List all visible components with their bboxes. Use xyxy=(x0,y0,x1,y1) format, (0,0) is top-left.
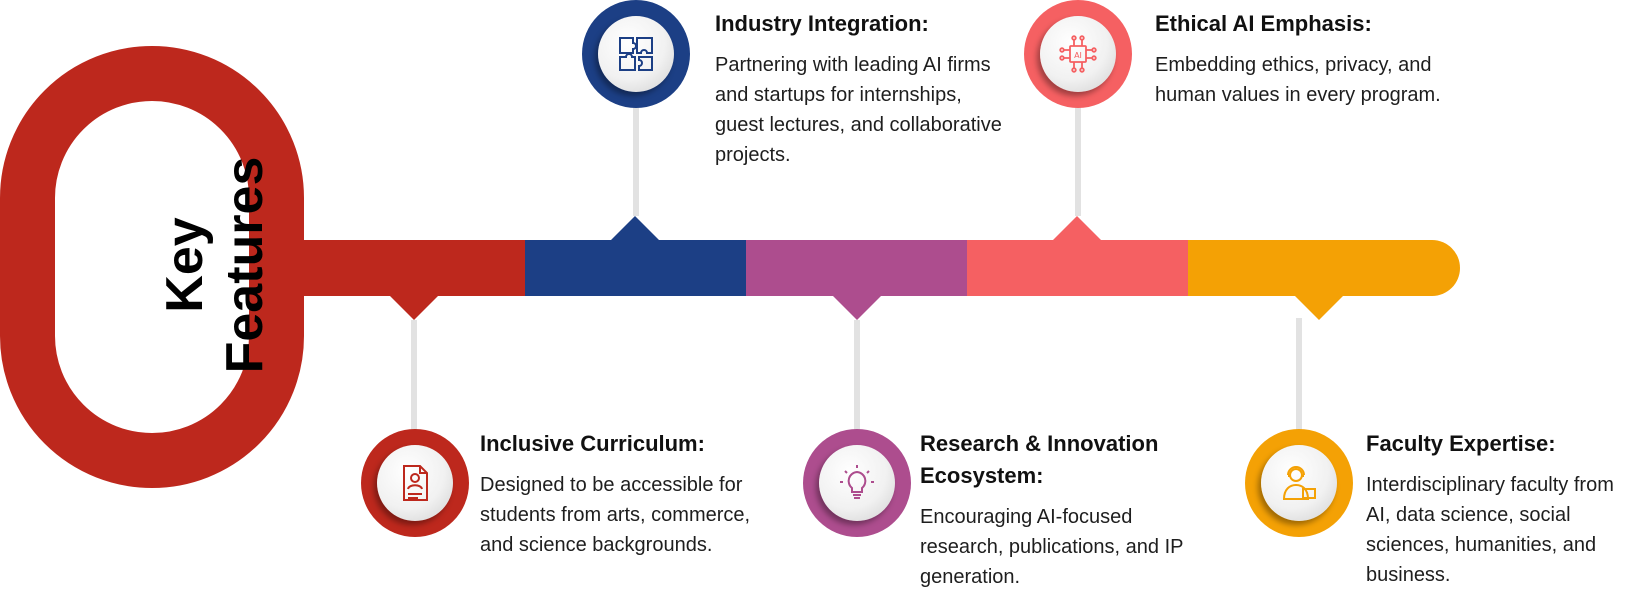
feature-heading: Faculty Expertise: xyxy=(1366,431,1556,456)
badge-industry xyxy=(582,0,690,108)
stem-inclusive xyxy=(411,320,417,430)
pointer-inclusive xyxy=(389,295,439,320)
feature-heading: Ethical AI Emphasis: xyxy=(1155,11,1372,36)
pointer-industry xyxy=(610,216,660,241)
stem-research xyxy=(854,320,860,430)
feature-body: Embedding ethics, privacy, and human val… xyxy=(1155,54,1441,106)
feature-heading: Inclusive Curriculum: xyxy=(480,431,705,456)
badge-inclusive xyxy=(361,429,469,537)
pointer-faculty xyxy=(1294,295,1344,320)
title-line-features: Features xyxy=(216,156,274,374)
feature-heading: Industry Integration: xyxy=(715,11,929,36)
badge-ethical: AI xyxy=(1024,0,1132,108)
pointer-ethical xyxy=(1052,216,1102,241)
badge-faculty xyxy=(1245,429,1353,537)
puzzle-pieces-icon xyxy=(619,37,653,71)
pointer-research xyxy=(832,295,882,320)
ai-chip-icon: AI xyxy=(1059,35,1097,73)
timeline-segment-coral xyxy=(967,240,1189,296)
svg-text:AI: AI xyxy=(1074,51,1082,60)
instructor-icon xyxy=(1282,466,1316,500)
badge-research xyxy=(803,429,911,537)
timeline-segment-amber xyxy=(1188,240,1460,296)
feature-card-faculty: Faculty Expertise: Interdisciplinary fac… xyxy=(1366,428,1628,590)
lightbulb-icon xyxy=(840,465,874,499)
feature-body: Interdisciplinary faculty from AI, data … xyxy=(1366,474,1614,586)
stem-faculty xyxy=(1296,318,1302,430)
timeline-segment-blue xyxy=(525,240,747,296)
feature-body: Designed to be accessible for students f… xyxy=(480,474,751,556)
title-line-key: Key xyxy=(156,217,214,313)
feature-card-inclusive: Inclusive Curriculum: Designed to be acc… xyxy=(480,428,780,560)
feature-body: Encouraging AI-focused research, publica… xyxy=(920,506,1184,588)
feature-card-industry: Industry Integration: Partnering with le… xyxy=(715,8,1015,170)
feature-heading: Research & Innovation Ecosystem: xyxy=(920,431,1159,488)
diagram-title: Key Features xyxy=(155,120,275,410)
stem-ethical xyxy=(1075,100,1081,216)
feature-card-research: Research & Innovation Ecosystem: Encoura… xyxy=(920,428,1210,592)
feature-card-ethical: Ethical AI Emphasis: Embedding ethics, p… xyxy=(1155,8,1455,110)
stem-industry xyxy=(633,100,639,216)
timeline-segment-red xyxy=(290,240,526,296)
timeline-segment-purple xyxy=(746,240,968,296)
resume-document-icon xyxy=(403,465,428,501)
feature-body: Partnering with leading AI firms and sta… xyxy=(715,54,1002,166)
